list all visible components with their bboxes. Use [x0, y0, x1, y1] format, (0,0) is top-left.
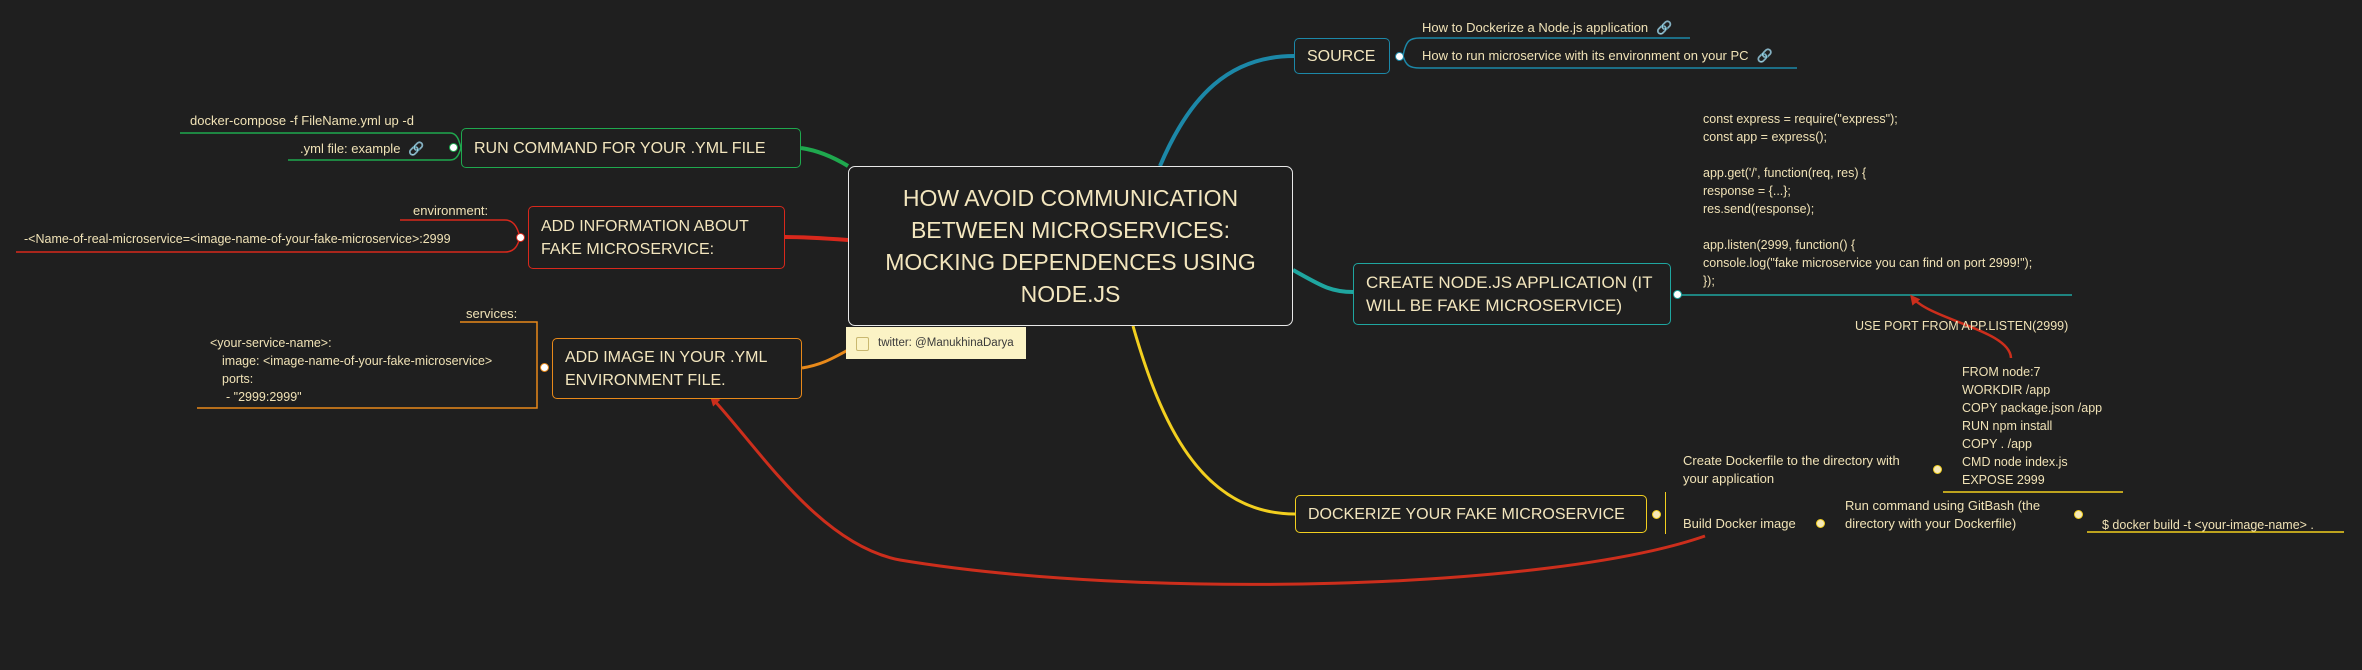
code-line: res.send(response);: [1703, 202, 1815, 216]
code-line: console.log("fake microservice you can f…: [1703, 256, 2033, 270]
dockerfile-contents: FROM node:7 WORKDIR /app COPY package.js…: [1962, 363, 2102, 489]
underline-service-yaml: [197, 367, 538, 409]
run-command-expand-dot[interactable]: [449, 143, 458, 152]
run-gitbash-label: Run command using GitBash (the directory…: [1845, 498, 2041, 531]
underline-services: [460, 321, 538, 367]
add-image-expand-dot[interactable]: [540, 363, 549, 372]
port-note: USE PORT FROM APP.LISTEN(2999): [1855, 317, 2068, 335]
create-app-topic[interactable]: CREATE NODE.JS APPLICATION (IT WILL BE F…: [1353, 263, 1671, 325]
dockerfile-line: WORKDIR /app: [1962, 383, 2051, 397]
link-icon: 🔗: [408, 141, 425, 156]
dockerize-topic[interactable]: DOCKERIZE YOUR FAKE MICROSERVICE: [1295, 495, 1647, 533]
underline-source-link-1: [1402, 37, 1690, 57]
code-line: app.get('/', function(req, res) {: [1703, 166, 1867, 180]
run-command-title: RUN COMMAND FOR YOUR .YML FILE: [474, 140, 766, 157]
dockerfile-line: CMD node index.js: [1962, 455, 2068, 469]
service-yaml: <your-service-name>: image: <image-name-…: [210, 334, 492, 406]
underline-compose: [180, 132, 462, 149]
connector-source: [1158, 54, 1295, 167]
source-topic[interactable]: SOURCE: [1294, 38, 1390, 74]
create-dockerfile-dot[interactable]: [1933, 465, 1942, 474]
create-dockerfile-text: Create Dockerfile to the directory with …: [1683, 452, 1923, 488]
connector-create-app: [1292, 268, 1354, 294]
build-image-dot[interactable]: [1816, 519, 1825, 528]
add-info-expand-dot[interactable]: [516, 233, 525, 242]
code-line: const express = require("express");: [1703, 112, 1898, 126]
source-title: SOURCE: [1307, 48, 1376, 65]
create-dockerfile-label: Create Dockerfile to the directory with …: [1683, 453, 1900, 486]
note-icon: [856, 337, 869, 351]
build-to-image-arrow: [709, 395, 1706, 586]
services-label-text: services:: [466, 305, 517, 323]
code-line: [1703, 146, 2032, 164]
compose-command-label: docker-compose -f FileName.yml up -d: [190, 113, 414, 128]
create-app-title: CREATE NODE.JS APPLICATION (IT WILL BE F…: [1366, 273, 1653, 315]
dockerize-children-bracket: [1665, 492, 1670, 534]
build-image-label: Build Docker image: [1683, 516, 1796, 531]
source-link-2-text: How to run microservice with its environ…: [1422, 48, 1749, 63]
dockerfile-line: COPY package.json /app: [1962, 401, 2103, 415]
central-topic-label: HOW AVOID COMMUNICATION BETWEEN MICROSER…: [885, 185, 1256, 307]
connector-dockerize: [1131, 325, 1296, 516]
build-command-text: $ docker build -t <your-image-name> .: [2102, 516, 2314, 534]
port-note-text: USE PORT FROM APP.LISTEN(2999): [1855, 319, 2069, 333]
twitter-note-text: twitter: @ManukhinaDarya: [878, 337, 1014, 349]
add-info-title: ADD INFORMATION ABOUT FAKE MICROSERVICE:: [541, 218, 749, 258]
dockerfile-line: RUN npm install: [1962, 419, 2053, 433]
yaml-line: - "2999:2999": [226, 390, 302, 404]
run-command-topic[interactable]: RUN COMMAND FOR YOUR .YML FILE: [461, 128, 801, 168]
source-link-2[interactable]: How to run microservice with its environ…: [1422, 47, 1773, 65]
code-line: response = {...};: [1703, 184, 1791, 198]
source-link-1-text: How to Dockerize a Node.js application: [1422, 20, 1649, 35]
yaml-line: <your-service-name>:: [210, 336, 332, 350]
environment-value: -<Name-of-real-microservice=<image-name-…: [24, 232, 451, 246]
environment-value-text: -<Name-of-real-microservice=<image-name-…: [24, 230, 451, 248]
dockerfile-line: COPY . /app: [1962, 437, 2032, 451]
add-image-title: ADD IMAGE IN YOUR .YML ENVIRONMENT FILE.: [565, 349, 767, 389]
dockerfile-line: EXPOSE 2999: [1962, 473, 2045, 487]
yaml-line: ports:: [222, 372, 254, 386]
create-app-code: const express = require("express"); cons…: [1703, 110, 2032, 290]
run-gitbash-dot[interactable]: [2074, 510, 2083, 519]
environment-label-text: environment:: [413, 202, 488, 220]
dockerize-title: DOCKERIZE YOUR FAKE MICROSERVICE: [1308, 506, 1625, 523]
create-app-expand-dot[interactable]: [1673, 290, 1682, 299]
code-line: [1703, 218, 2032, 236]
port-note-arrow: [1910, 294, 2013, 359]
twitter-note[interactable]: twitter: @ManukhinaDarya: [846, 327, 1026, 359]
dockerize-expand-dot[interactable]: [1652, 510, 1661, 519]
code-line: app.listen(2999, function() {: [1703, 238, 1856, 252]
dockerfile-line: FROM node:7: [1962, 365, 2041, 379]
environment-label: environment:: [413, 203, 489, 218]
code-line: });: [1703, 274, 1715, 288]
add-info-topic[interactable]: ADD INFORMATION ABOUT FAKE MICROSERVICE:: [528, 206, 785, 269]
connector-run-command: [800, 146, 850, 168]
services-label: services:: [466, 306, 518, 321]
connector-add-info: [784, 235, 849, 242]
run-gitbash-text: Run command using GitBash (the directory…: [1845, 497, 2075, 533]
underline-yml-example: [288, 147, 462, 161]
yml-example-link[interactable]: .yml file: example 🔗: [300, 140, 425, 158]
source-link-1[interactable]: How to Dockerize a Node.js application 🔗: [1422, 19, 1672, 37]
yaml-line: image: <image-name-of-your-fake-microser…: [222, 354, 493, 368]
build-command-label: $ docker build -t <your-image-name> .: [2102, 518, 2314, 532]
underline-source-link-2: [1402, 55, 1797, 69]
build-image-text: Build Docker image: [1683, 515, 1796, 533]
source-expand-dot[interactable]: [1395, 52, 1404, 61]
add-image-topic[interactable]: ADD IMAGE IN YOUR .YML ENVIRONMENT FILE.: [552, 338, 802, 399]
compose-command-text: docker-compose -f FileName.yml up -d: [190, 112, 414, 130]
central-topic[interactable]: HOW AVOID COMMUNICATION BETWEEN MICROSER…: [848, 166, 1293, 326]
connector-add-image: [801, 348, 849, 370]
yml-example-label: .yml file: example: [300, 141, 401, 156]
link-icon: 🔗: [1656, 20, 1673, 35]
link-icon: 🔗: [1756, 48, 1773, 63]
code-line: const app = express();: [1703, 130, 1828, 144]
